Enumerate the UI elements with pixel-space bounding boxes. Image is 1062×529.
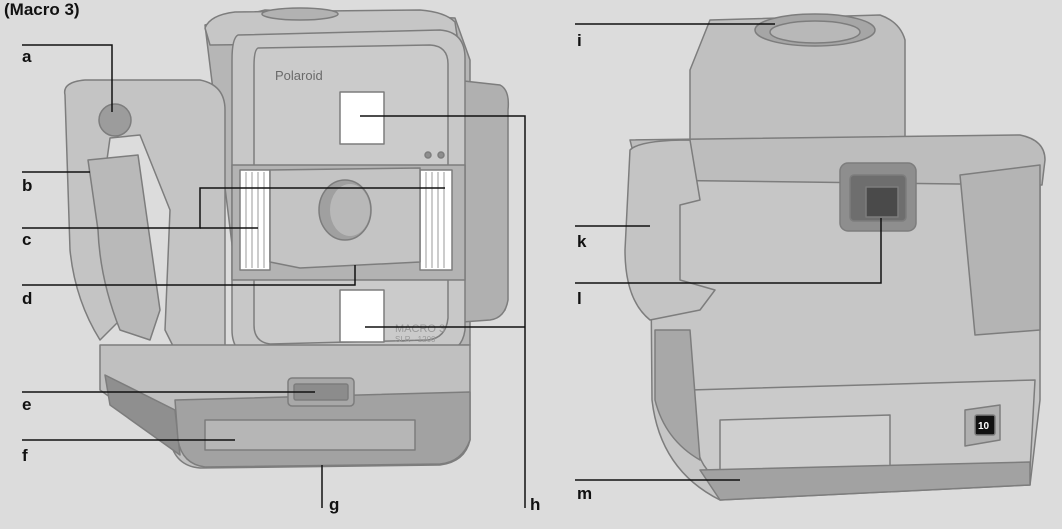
leader-a xyxy=(22,44,113,112)
label-a: a xyxy=(22,47,32,66)
film-slot xyxy=(204,419,416,451)
rear-camera-handle-bar xyxy=(629,134,1046,186)
rear-eyepiece-glass xyxy=(865,186,899,218)
leader-lines xyxy=(22,23,882,508)
leader-h xyxy=(360,115,526,508)
label-e: e xyxy=(22,395,32,414)
model-text-line2: SLR - 1200 xyxy=(395,335,436,344)
label-b: b xyxy=(22,176,33,195)
rear-camera-left-shadow xyxy=(654,329,701,461)
brand-text: Polaroid xyxy=(275,68,323,83)
upper-window xyxy=(339,91,385,145)
sensor-dot-right xyxy=(437,151,445,159)
label-f: f xyxy=(22,446,28,465)
label-h: h xyxy=(530,495,541,514)
bellows-right xyxy=(419,169,453,271)
diagram-title: (Macro 3) xyxy=(4,0,80,19)
lower-window xyxy=(339,289,385,343)
rear-camera-grip xyxy=(624,139,716,321)
rear-camera-base-lip xyxy=(699,461,1031,501)
leader-l xyxy=(575,218,882,284)
label-l: l xyxy=(577,289,582,308)
front-camera-handle-inner xyxy=(87,154,161,341)
rear-camera: 10 xyxy=(624,13,1046,501)
rear-viewfinder-hood-inner xyxy=(769,20,861,44)
front-camera-right-side xyxy=(454,79,510,323)
label-c: c xyxy=(22,230,32,249)
label-m: m xyxy=(577,484,593,503)
front-camera: Polaroid MACRO 3 SLR - 1200 xyxy=(63,7,510,469)
model-text-line1: MACRO 3 xyxy=(395,323,445,335)
label-k: k xyxy=(577,232,587,251)
label-i: i xyxy=(577,31,582,50)
camera-lens-highlight xyxy=(330,184,370,236)
leader-c xyxy=(22,187,445,229)
front-camera-top-dial xyxy=(261,7,339,21)
label-g: g xyxy=(329,495,340,514)
sensor-dot-left xyxy=(424,151,432,159)
label-d: d xyxy=(22,289,33,308)
front-camera-base-shadow xyxy=(104,374,181,456)
counter-text: 10 xyxy=(978,421,990,432)
shutter-button xyxy=(98,103,132,137)
exposure-counter xyxy=(974,414,996,436)
rear-camera-side-strap xyxy=(959,164,1041,336)
leader-d xyxy=(22,265,356,286)
bellows-left xyxy=(239,169,271,271)
